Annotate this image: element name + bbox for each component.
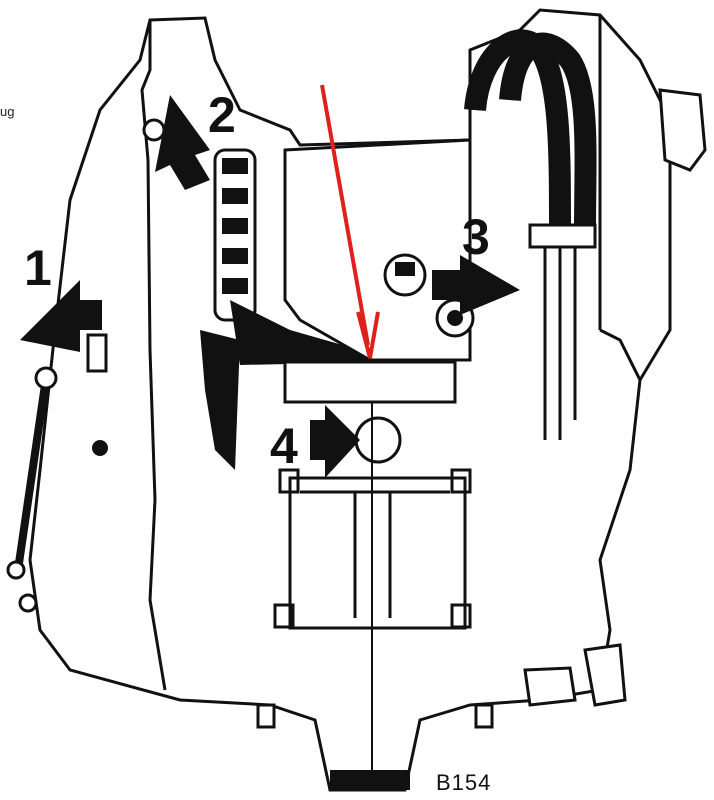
sump-plate: [288, 476, 467, 630]
callout-arrow-3: [432, 255, 520, 315]
sprocket-gear: [213, 148, 257, 322]
callout-arrow-2: [155, 95, 210, 190]
callout-label-1: 1: [24, 240, 52, 296]
drain-plug: [583, 643, 627, 707]
left-housing-edge: [140, 20, 167, 691]
partial-caption-text: ug: [0, 104, 15, 119]
figure-reference: B154: [436, 770, 492, 795]
sump-rib: [300, 490, 450, 618]
braided-hoses: [464, 29, 597, 440]
right-valve: [658, 88, 707, 172]
cavity-shadow: [200, 330, 240, 470]
mid-plate: [283, 360, 457, 404]
callout-label-3: 3: [462, 209, 490, 265]
selector-link-arm: [14, 377, 50, 571]
upper-block: [283, 138, 472, 362]
right-unit: [598, 15, 642, 381]
bottom-bell: [330, 770, 410, 790]
lower-right-nut: [523, 666, 577, 707]
callout-label-4: 4: [270, 418, 298, 474]
red-arrow-pointer-icon: [320, 84, 380, 359]
callout-arrow-4: [310, 405, 360, 478]
bolts: [18, 118, 494, 729]
callout-arrow-1: [20, 280, 102, 352]
callout-label-2: 2: [208, 87, 236, 143]
upper-shadow: [230, 300, 380, 365]
